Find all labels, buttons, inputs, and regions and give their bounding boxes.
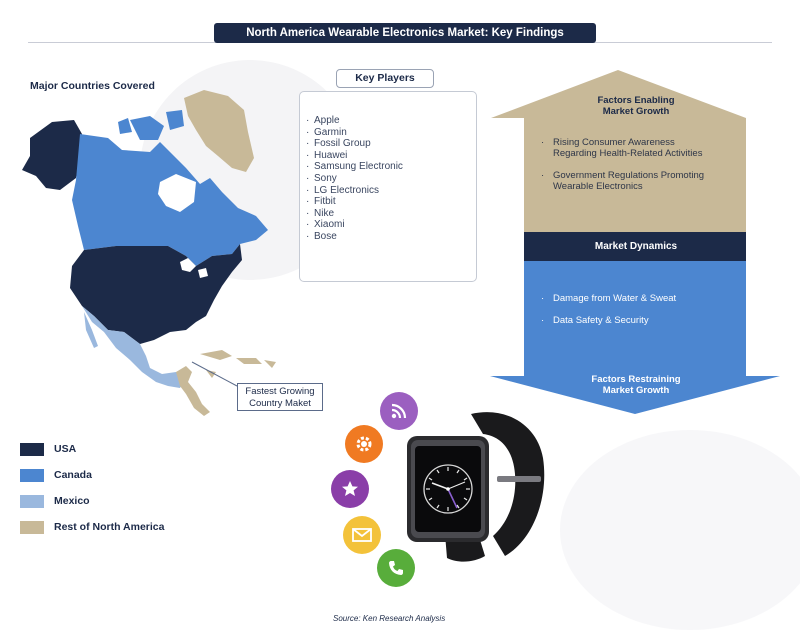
list-item: ·Garmin — [306, 126, 347, 138]
legend-swatch — [20, 520, 44, 534]
restraining-title-line-2: Market Growth — [602, 385, 670, 396]
watch-strap — [471, 412, 545, 556]
map-canada-islands — [118, 110, 184, 140]
list-item: ·LG Electronics — [306, 184, 380, 196]
callout-line-2: Country Maket — [249, 398, 311, 409]
legend-label: USA — [54, 443, 77, 455]
restraining-factor: Damage from Water & Sweat — [553, 293, 677, 304]
source-note: Source: Ken Research Analysis — [333, 614, 446, 623]
countries-heading: Major Countries Covered — [30, 80, 155, 92]
enabling-factor-line-2: Wearable Electronics — [553, 181, 643, 192]
legend-item-usa: USA — [20, 436, 164, 462]
enabling-factor-line-1: Rising Consumer Awareness — [553, 137, 675, 148]
restraining-title-line-1: Factors Restraining — [591, 374, 681, 385]
legend-label: Canada — [54, 469, 92, 481]
market-dynamics-arrows — [490, 70, 780, 414]
second-hand — [447, 481, 466, 490]
list-item: ·Data Safety & Security — [541, 315, 649, 326]
map-mexico — [82, 306, 184, 388]
list-item: ·Damage from Water & Sweat — [541, 293, 677, 304]
list-item: ·Bose — [306, 230, 337, 242]
list-item: ·Apple — [306, 115, 340, 126]
key-player-name: Sony — [314, 172, 337, 184]
key-player-name: Fitbit — [314, 196, 336, 208]
key-players-header: Key Players — [336, 69, 434, 88]
restraining-factors-list: ·Damage from Water & Sweat ·Data Safety … — [541, 293, 745, 337]
list-item: ·Fossil Group — [306, 138, 371, 150]
key-player-name: Xiaomi — [314, 219, 345, 231]
list-item: ·Huawei — [306, 149, 348, 161]
key-player-name: Samsung Electronic — [314, 161, 403, 173]
map-hudson-bay — [158, 174, 196, 212]
list-item: ·Sony — [306, 172, 337, 184]
map-great-lakes — [180, 258, 208, 278]
dynamics-bar — [524, 232, 746, 261]
restraining-factor: Data Safety & Security — [553, 315, 649, 326]
legend-label: Mexico — [54, 495, 90, 507]
enabling-title-line-2: Market Growth — [602, 106, 670, 117]
star-icon — [331, 470, 369, 508]
enabling-factor-line-1: Government Regulations Promoting — [553, 170, 705, 181]
callout-line-1: Fastest Growing — [245, 386, 315, 397]
key-player-name: Huawei — [314, 149, 348, 161]
list-item: ·Fitbit — [306, 196, 336, 208]
legend-item-rest: Rest of North America — [20, 514, 164, 540]
hour-hand — [431, 482, 449, 490]
map-central-america — [176, 366, 210, 416]
key-player-name: Garmin — [314, 126, 347, 138]
legend-swatch — [20, 468, 44, 482]
map-legend: USA Canada Mexico Rest of North America — [20, 436, 164, 540]
north-america-map — [22, 90, 276, 416]
enabling-title: Factors Enabling Market Growth — [556, 95, 716, 117]
map-caribbean — [200, 350, 276, 378]
map-alaska — [22, 120, 82, 190]
watch-clasp — [497, 476, 541, 482]
gear-icon — [345, 425, 383, 463]
legend-label: Rest of North America — [54, 521, 165, 533]
legend-swatch — [20, 494, 44, 508]
clock-ticks — [426, 467, 470, 511]
key-players-box: ·Apple ·Garmin ·Fossil Group ·Huawei ·Sa… — [299, 91, 477, 282]
key-player-name: Bose — [314, 230, 337, 242]
background-shape — [560, 430, 800, 630]
legend-item-mexico: Mexico — [20, 488, 164, 514]
legend-swatch — [20, 442, 44, 456]
fastest-growing-callout: Fastest Growing Country Maket — [237, 383, 323, 411]
phone-icon — [377, 549, 415, 587]
key-player-name: Nike — [314, 207, 335, 219]
clock-center — [446, 487, 450, 491]
list-item: ·Nike — [306, 207, 335, 219]
market-dynamics-label: Market Dynamics — [594, 241, 678, 252]
key-players-list: ·Apple ·Garmin ·Fossil Group ·Huawei ·Sa… — [306, 115, 476, 243]
key-player-name: Fossil Group — [314, 138, 371, 150]
rss-icon — [380, 392, 418, 430]
legend-item-canada: Canada — [20, 462, 164, 488]
enabling-title-line-1: Factors Enabling — [597, 95, 675, 106]
restraining-title: Factors Restraining Market Growth — [556, 374, 716, 396]
page-title: North America Wearable Electronics Marke… — [214, 23, 596, 43]
map-greenland — [184, 90, 254, 172]
smartwatch-image — [407, 412, 545, 562]
minute-hand — [447, 488, 458, 509]
key-player-name: LG Electronics — [314, 184, 380, 196]
list-item: ·Xiaomi — [306, 219, 345, 231]
enabling-factor-line-2: Regarding Health-Related Activities — [553, 148, 703, 159]
enabling-arrow — [491, 70, 746, 232]
list-item: ·Samsung Electronic — [306, 161, 403, 173]
key-player-name: Apple — [314, 115, 340, 126]
restraining-arrow — [490, 261, 780, 414]
mail-icon — [343, 516, 381, 554]
map-usa — [70, 244, 242, 344]
